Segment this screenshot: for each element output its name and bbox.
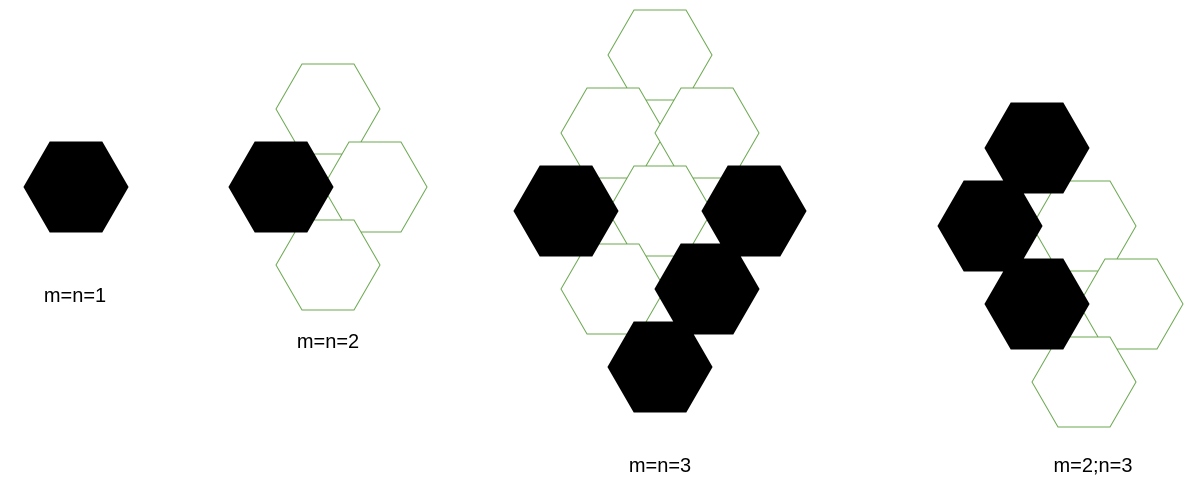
figure-label: m=n=1 [44, 285, 106, 307]
hex-cell-empty [607, 165, 713, 257]
hex-cell-filled [984, 258, 1090, 350]
hex-cell-empty [560, 243, 666, 335]
figure-m2-n2: m=n=2 [228, 63, 428, 353]
hex-cell-empty [560, 87, 666, 179]
hex-cell-empty [275, 219, 381, 311]
figure-m2-n3: m=2;n=3 [937, 102, 1184, 477]
hex-cell-filled [607, 321, 713, 413]
figure-label: m=2;n=3 [1054, 455, 1133, 477]
hex-cell-filled [654, 243, 760, 335]
hex-cell-filled [513, 165, 619, 257]
hex-cell-empty [1078, 258, 1184, 350]
hex-cells [513, 9, 807, 413]
figure-m1-n1: m=n=1 [23, 141, 129, 307]
hex-cell-empty [275, 63, 381, 155]
figure-label: m=n=2 [297, 331, 359, 353]
hex-cell-filled [228, 141, 334, 233]
hex-cell-filled [23, 141, 129, 233]
hex-cell-empty [654, 87, 760, 179]
hex-cells [228, 63, 428, 311]
figure-label: m=n=3 [629, 455, 691, 477]
hex-cell-empty [1031, 180, 1137, 272]
hex-cell-filled [984, 102, 1090, 194]
figure-m3-n3: m=n=3 [513, 9, 807, 477]
hex-cell-filled [701, 165, 807, 257]
hex-cell-empty [607, 9, 713, 101]
hex-cells [937, 102, 1184, 428]
hex-cells [23, 141, 129, 233]
hex-cell-empty [322, 141, 428, 233]
hex-cell-filled [937, 180, 1043, 272]
hex-cell-empty [1031, 336, 1137, 428]
